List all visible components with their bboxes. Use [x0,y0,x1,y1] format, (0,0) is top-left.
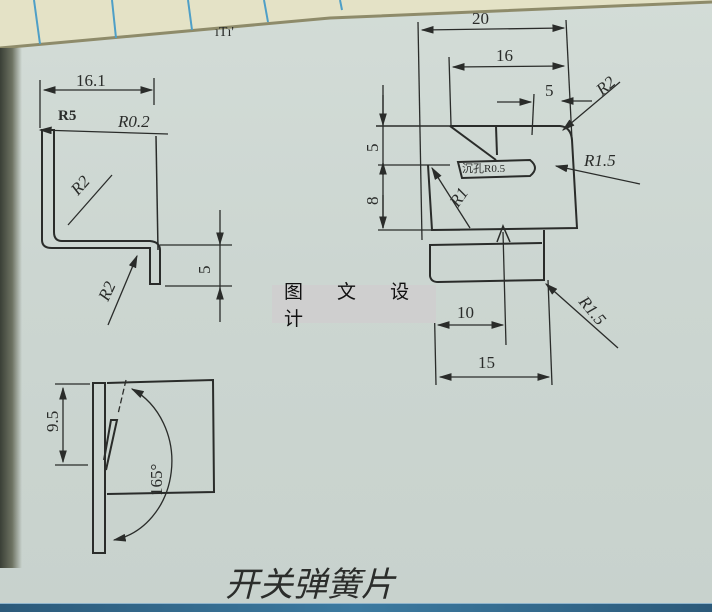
notebook-strip: ıTı' [0,0,712,50]
svg-text:ıTı': ıTı' [215,25,234,40]
top-view [55,378,216,554]
dim-r2-inner: R2 [66,172,94,200]
dim-5-tab: 5 [195,266,214,275]
dim-r1-5-slot: R1.5 [583,151,616,170]
dim-r1-5-bottom: R1.5 [574,292,610,329]
dim-r2-outer: R2 [94,278,120,305]
watermark-label: 图 文 设 计 [272,281,436,330]
dim-r2-corner: R2 [592,72,620,100]
handwritten-title: 开关弹簧片 [225,565,397,605]
side-view [376,19,641,386]
dim-16: 16 [496,46,513,65]
dim-9-5: 9.5 [43,411,62,432]
dim-5-slot: 5 [545,81,554,100]
dim-5-upper: 5 [363,144,382,153]
bottom-bar [0,603,712,612]
dim-16-1: 16.1 [76,71,106,90]
dim-15: 15 [478,353,495,372]
handwritten-r5: R5 [58,108,76,124]
dim-165-deg: 165° [147,464,166,496]
dim-r1: R1 [445,184,472,211]
dim-20: 20 [472,9,489,28]
handwritten-slot-note: 沉孔R0.5 [462,162,506,175]
dim-8: 8 [363,197,382,206]
dim-10: 10 [457,303,474,322]
front-view [38,78,232,326]
left-edge-shadow [0,48,22,568]
dim-r0-2: R0.2 [117,112,150,131]
